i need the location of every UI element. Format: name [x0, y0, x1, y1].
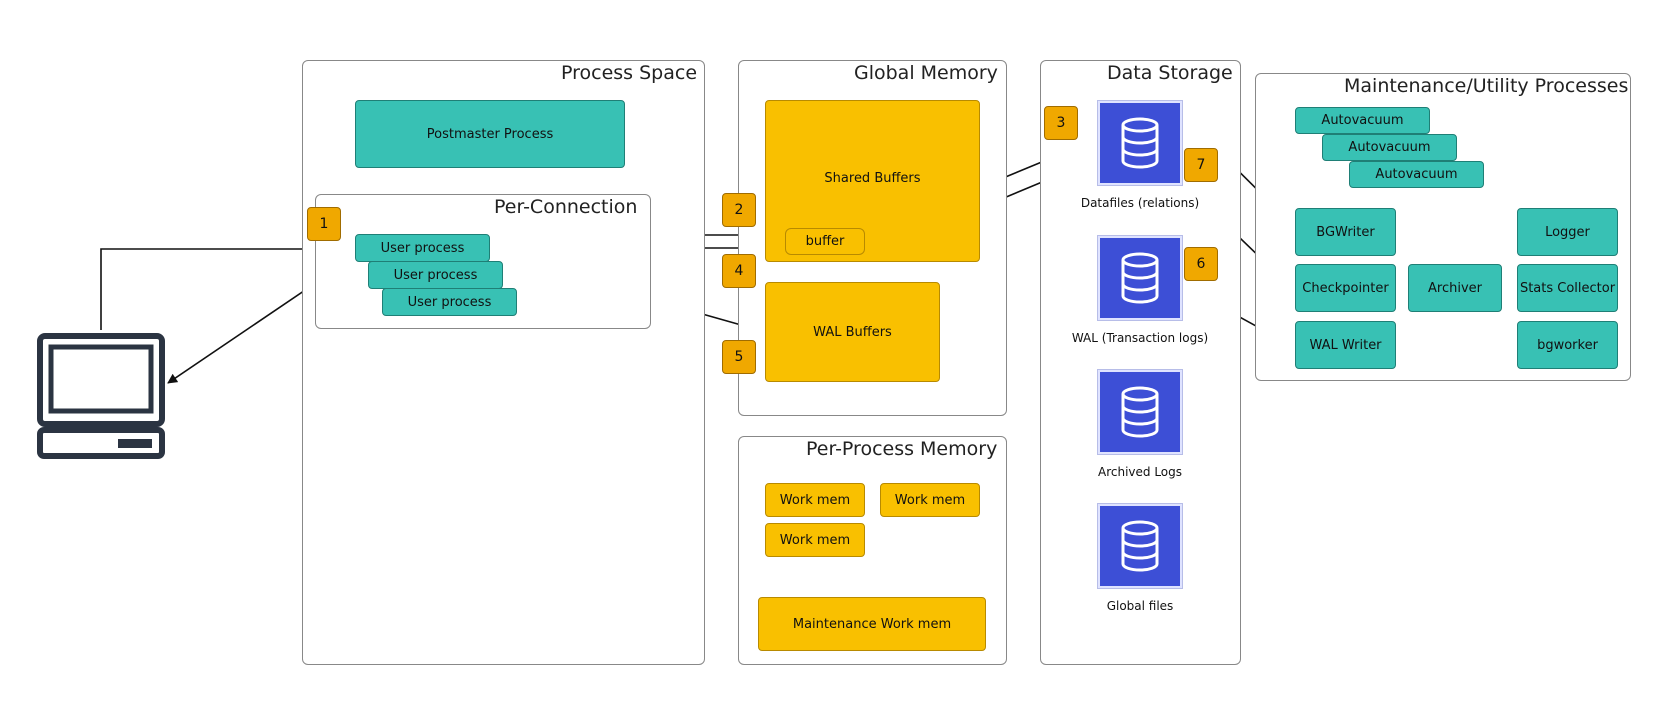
step-badge-5: 5 — [722, 340, 756, 374]
shared-buffers-label: Shared Buffers — [824, 171, 921, 186]
step-badge-4: 4 — [722, 254, 756, 288]
work-mem-3: Work mem — [765, 523, 865, 557]
work-mem-2: Work mem — [880, 483, 980, 517]
maintenance-title: Maintenance/Utility Processes — [1344, 75, 1629, 97]
autovacuum-2: Autovacuum — [1322, 134, 1457, 161]
global-memory-title: Global Memory — [854, 62, 998, 84]
autovacuum-1: Autovacuum — [1295, 107, 1430, 134]
per-connection-title: Per-Connection — [494, 196, 638, 218]
process-space-title: Process Space — [561, 62, 698, 84]
database-icon — [1098, 236, 1182, 320]
checkpointer: Checkpointer — [1295, 264, 1396, 312]
archived-logs-label: Archived Logs — [1097, 465, 1183, 479]
arrow-client-to-user-process — [100, 244, 355, 330]
step-badge-3: 3 — [1044, 106, 1078, 140]
database-icon — [1098, 370, 1182, 454]
logger: Logger — [1517, 208, 1618, 256]
database-icon — [1098, 504, 1182, 588]
step-badge-7: 7 — [1184, 148, 1218, 182]
computer-terminal-icon — [36, 332, 166, 460]
user-process-3: User process — [382, 288, 517, 316]
archiver: Archiver — [1408, 264, 1502, 312]
step-badge-1: 1 — [307, 207, 341, 241]
buffer-block: buffer — [785, 228, 865, 255]
step-badge-6: 6 — [1184, 247, 1218, 281]
user-process-2: User process — [368, 261, 503, 289]
wal-writer: WAL Writer — [1295, 321, 1396, 369]
maintenance-work-mem: Maintenance Work mem — [758, 597, 986, 651]
global-files-label: Global files — [1106, 599, 1174, 613]
user-process-1: User process — [355, 234, 490, 262]
autovacuum-3: Autovacuum — [1349, 161, 1484, 188]
database-icon — [1098, 101, 1182, 185]
postmaster-process: Postmaster Process — [355, 100, 625, 168]
work-mem-1: Work mem — [765, 483, 865, 517]
per-process-memory-title: Per-Process Memory — [806, 438, 998, 460]
data-storage-title: Data Storage — [1107, 62, 1233, 84]
stats-collector: Stats Collector — [1517, 264, 1618, 312]
datafiles-label: Datafiles (relations) — [1080, 196, 1200, 210]
step-badge-2: 2 — [722, 193, 756, 227]
wal-buffers: WAL Buffers — [765, 282, 940, 382]
bgwriter: BGWriter — [1295, 208, 1396, 256]
wal-label: WAL (Transaction logs) — [1071, 331, 1209, 345]
bgworker: bgworker — [1517, 321, 1618, 369]
